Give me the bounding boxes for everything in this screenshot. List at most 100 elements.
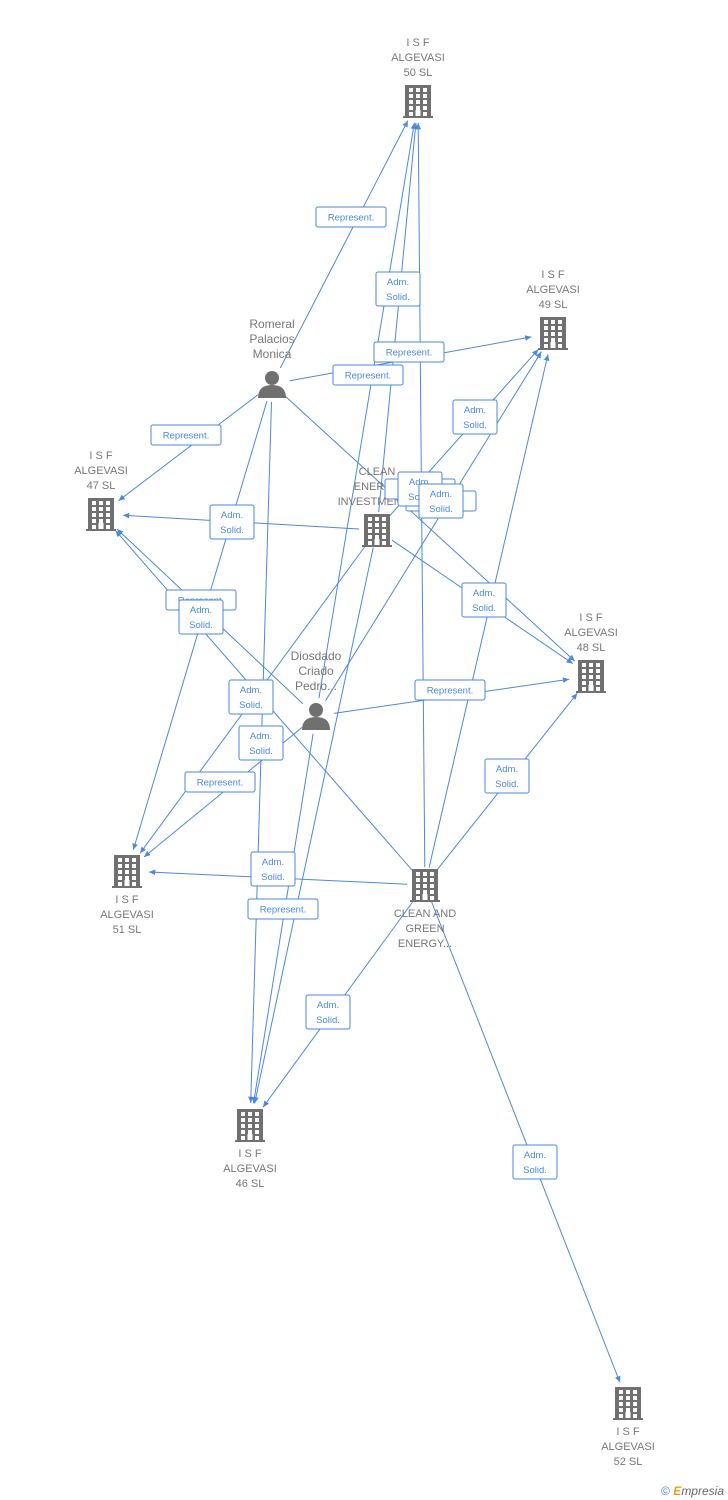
- edge-cleangreen-to-isf52: [431, 901, 621, 1383]
- edge-label-box: [414, 679, 486, 701]
- edge-label-text: Adm.: [409, 477, 431, 488]
- node-label-line: 49 SL: [539, 299, 568, 311]
- node-label-line: Criado: [298, 664, 334, 678]
- edge-label-romeral-to-isf47[interactable]: Represent.: [150, 424, 222, 446]
- edge-label-box: [178, 599, 224, 635]
- node-label-line: I S F: [616, 1426, 640, 1438]
- edge-label-text: Adm.: [221, 510, 243, 521]
- edge-label-text: Solid.: [316, 1015, 340, 1026]
- node-label-line: ALGEVASI: [564, 627, 618, 639]
- node-diosdado[interactable]: DiosdadoCriadoPedro...: [291, 649, 342, 730]
- building-icon: [362, 514, 392, 547]
- edge-label-text: Solid.: [463, 420, 487, 431]
- edge-label-text: Solid.: [386, 292, 410, 303]
- edge-romeral-to-isf47: [118, 394, 259, 502]
- edge-label-cleaninv-to-isf47[interactable]: Adm. Solid.: [209, 504, 255, 540]
- edge-label-box: [305, 994, 351, 1030]
- edge-label-diosdado-to-isf48[interactable]: Represent.: [414, 679, 486, 701]
- node-cleangreen[interactable]: CLEAN ANDGREENENERGY...: [394, 869, 456, 950]
- edge-label-text: Solid.: [189, 620, 213, 631]
- building-icon: [235, 1109, 265, 1142]
- edge-label-cleangreen-to-isf52[interactable]: Adm.Solid.: [512, 1144, 558, 1180]
- edge-romeral-to-isf48: [284, 395, 576, 662]
- node-label-line: I S F: [541, 269, 565, 281]
- edge-label-text: Adm.: [496, 764, 518, 775]
- edge-label-romeral-to-isf48[interactable]: Represent.: [332, 364, 404, 386]
- edge-label-text: Solid.: [495, 779, 519, 790]
- edge-label-text: Represent.: [427, 686, 473, 697]
- node-label-line: I S F: [89, 450, 113, 462]
- edge-label-text: Adm.: [464, 405, 486, 416]
- edge-label-cleaninv-to-isf50[interactable]: Adm.Solid.: [375, 271, 421, 307]
- edge-label-diosdado-to-isf51[interactable]: Represent.: [184, 771, 256, 793]
- edge-label-text: Solid.: [261, 872, 285, 883]
- edge-label-text: Adm.: [190, 605, 212, 616]
- building-icon: [613, 1387, 643, 1420]
- edge-label-text: Adm.: [473, 588, 495, 599]
- node-label-line: 51 SL: [113, 924, 142, 936]
- edge-label-cleaninv-to-isf51[interactable]: Adm. Solid.: [228, 679, 274, 715]
- edge-label-box: [418, 483, 464, 519]
- edge-labels-layer: Represent.Represent.Represent.Represent.…: [150, 206, 558, 1180]
- node-label-line: 46 SL: [236, 1178, 265, 1190]
- node-label-line: Palacios: [249, 332, 294, 346]
- edge-label-box: [484, 758, 530, 794]
- edge-label-cleangreen-to-isf47[interactable]: Adm. Solid.: [178, 599, 224, 635]
- edge-label-romeral-to-isf49[interactable]: Represent.: [373, 341, 445, 363]
- node-label-line: I S F: [406, 37, 430, 49]
- person-icon: [302, 703, 330, 730]
- edge-label-cleangreen-to-isf46[interactable]: Adm. Solid.: [305, 994, 351, 1030]
- node-label-line: Romeral: [249, 317, 294, 331]
- edge-label-text: Solid.: [249, 746, 273, 757]
- edge-label-box: [250, 851, 296, 887]
- edge-label-cleaninv-to-isf46[interactable]: Adm. Solid.: [250, 851, 296, 887]
- edge-label-text: Represent.: [163, 431, 209, 442]
- copyright-symbol: ©: [661, 1484, 670, 1498]
- footer-credit: © Empresia: [661, 1484, 724, 1498]
- node-label-line: 48 SL: [577, 642, 606, 654]
- edge-label-text: Represent.: [328, 213, 374, 224]
- node-label-line: ALGEVASI: [100, 909, 154, 921]
- edge-label-text: Adm.: [262, 857, 284, 868]
- node-label-line: Diosdado: [291, 649, 342, 663]
- building-icon: [410, 869, 440, 902]
- node-label-line: ALGEVASI: [526, 284, 580, 296]
- edge-label-cleaninv-to-isf48[interactable]: Adm.Solid.: [461, 582, 507, 618]
- node-label-line: Monica: [253, 347, 292, 361]
- edge-label-romeral-to-isf50[interactable]: Represent.: [315, 206, 387, 228]
- edge-label-cleangreen-to-isf51[interactable]: Adm.Solid.: [238, 725, 284, 761]
- edge-diosdado-to-isf49: [325, 351, 542, 701]
- edge-label-cleangreen-to-isf49[interactable]: Adm.Solid.: [418, 483, 464, 519]
- brand-rest: mpresia: [681, 1484, 724, 1498]
- edge-label-cleangreen-to-isf48[interactable]: Adm. Solid.: [484, 758, 530, 794]
- node-isf49[interactable]: I S F ALGEVASI 49 SL: [526, 269, 580, 350]
- building-icon: [86, 498, 116, 531]
- edge-label-diosdado-to-isf46[interactable]: Represent.: [247, 898, 319, 920]
- edge-label-box: [375, 271, 421, 307]
- edge-label-text: Solid.: [239, 700, 263, 711]
- node-label-line: 52 SL: [614, 1456, 643, 1468]
- edge-label-text: Solid.: [429, 504, 453, 515]
- edge-label-cleaninv-to-isf49[interactable]: Adm. Solid.: [452, 399, 498, 435]
- edge-diosdado-to-isf50: [318, 122, 417, 699]
- node-label-line: 50 SL: [404, 67, 433, 79]
- person-icon: [258, 371, 286, 398]
- edge-label-box: [512, 1144, 558, 1180]
- edge-label-box: [315, 206, 387, 228]
- edge-label-box: [452, 399, 498, 435]
- node-label-line: CLEAN: [359, 466, 396, 478]
- edge-label-text: Adm.: [240, 685, 262, 696]
- edge-label-text: Solid.: [220, 525, 244, 536]
- building-icon: [403, 85, 433, 118]
- brand-logo[interactable]: Empresia: [673, 1484, 724, 1498]
- edge-label-text: Solid.: [523, 1165, 547, 1176]
- edge-label-text: Adm.: [317, 1000, 339, 1011]
